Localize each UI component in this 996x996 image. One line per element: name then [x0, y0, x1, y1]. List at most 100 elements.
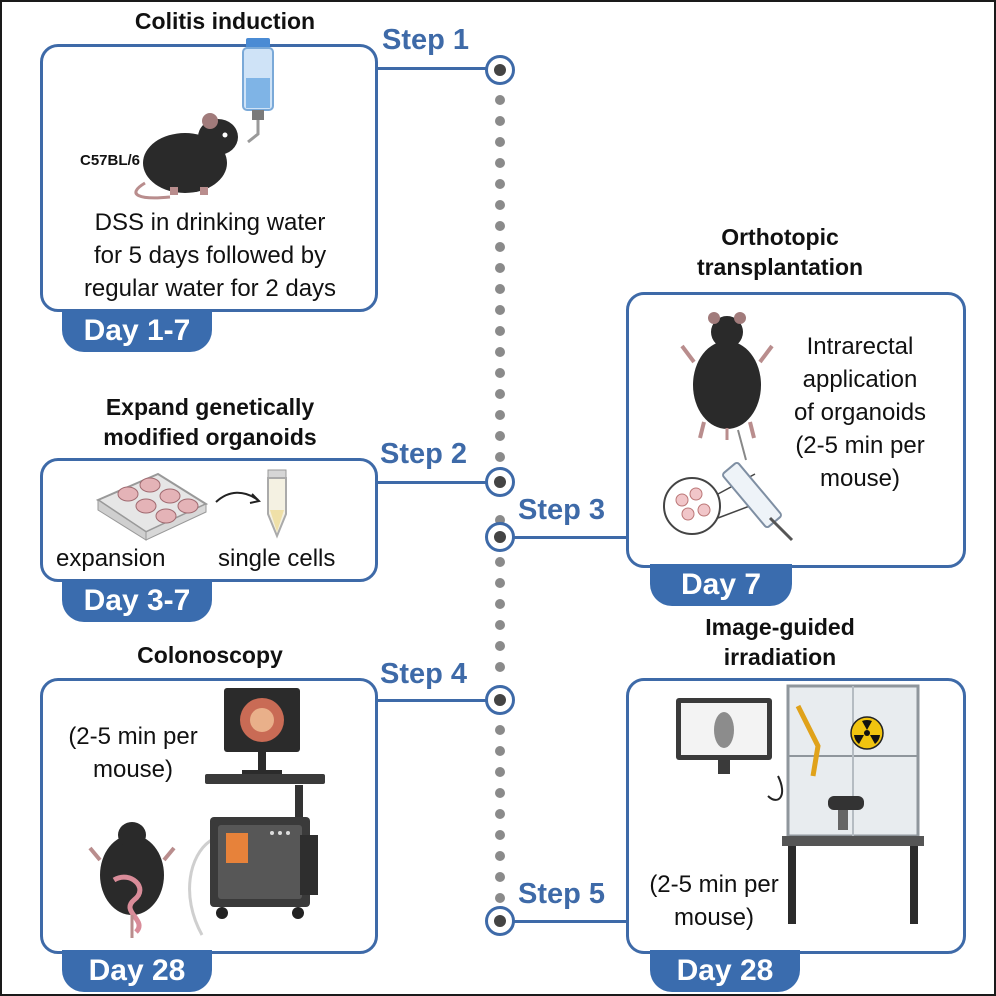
step3-text-line: of organoids	[793, 399, 927, 426]
step2-title-line: Expand genetically	[105, 394, 315, 420]
step3-text-line: Intrarectal	[806, 333, 914, 360]
timeline-dot	[495, 830, 505, 840]
timeline-dot	[495, 305, 505, 315]
step1-text: DSS in drinking water for 5 days followe…	[50, 206, 370, 305]
tube-icon	[267, 469, 287, 539]
timeline-dot	[495, 179, 505, 189]
step3-title-line: Orthotopic	[721, 224, 839, 250]
step4-label: Step 4	[380, 658, 468, 690]
timeline-dot	[495, 662, 505, 672]
step3-title: Orthotopic transplantation	[650, 222, 910, 282]
step3-label: Step 3	[518, 494, 606, 526]
step2-label: Step 2	[380, 438, 468, 470]
timeline-dot	[495, 641, 505, 651]
step5-title: Image-guided irradiation	[660, 612, 900, 672]
step1-label: Step 1	[382, 24, 470, 56]
step3-day-badge: Day 7	[650, 564, 792, 606]
step5-title-line: irradiation	[723, 644, 837, 670]
step3-text-line: application	[802, 366, 918, 393]
timeline-dot	[495, 368, 505, 378]
step1-strain: C57BL/6	[80, 152, 141, 169]
timeline-dot	[495, 284, 505, 294]
step2-connector	[376, 481, 494, 484]
timeline-dot	[495, 116, 505, 126]
timeline-dot	[495, 452, 505, 462]
step2-node	[485, 467, 515, 497]
step3-text-line: (2-5 min per	[795, 432, 925, 459]
mouse-icon	[88, 822, 176, 938]
timeline-dot	[495, 221, 505, 231]
step5-text-line: (2-5 min per	[649, 871, 779, 898]
endoscope-tower-icon	[188, 785, 318, 936]
irradiator-icon	[767, 684, 924, 924]
timeline-dot	[495, 137, 505, 147]
timeline-dot	[495, 893, 505, 903]
timeline-dot	[495, 389, 505, 399]
keyboard-icon	[205, 774, 325, 784]
timeline-dot	[495, 851, 505, 861]
timeline-dot	[495, 578, 505, 588]
step3-connector	[510, 536, 628, 539]
step4-box	[40, 678, 378, 954]
step5-text-line: mouse)	[673, 904, 755, 931]
step5-label: Step 5	[518, 878, 606, 910]
timeline-dot	[495, 263, 505, 273]
timeline-dot	[495, 410, 505, 420]
step5-connector	[510, 920, 628, 923]
step4-text-line: mouse)	[92, 756, 174, 783]
timeline-dot	[495, 788, 505, 798]
timeline-dot	[495, 746, 505, 756]
timeline-dot	[495, 200, 505, 210]
step4-text-line: (2-5 min per	[68, 723, 198, 750]
step2-day-badge: Day 3-7	[62, 580, 212, 622]
step1-text-line: regular water for 2 days	[83, 275, 337, 302]
step2-caption-expansion: expansion	[56, 545, 166, 572]
timeline-dot	[495, 515, 505, 525]
monitor-icon	[676, 698, 772, 774]
step3-text-line: mouse)	[819, 465, 901, 492]
timeline-dot	[495, 242, 505, 252]
step4-day-badge: Day 28	[62, 950, 212, 992]
well-plate-icon	[95, 472, 209, 541]
water-bottle-icon	[242, 38, 274, 144]
timeline-dot	[495, 599, 505, 609]
step2-title: Expand genetically modified organoids	[60, 392, 360, 452]
timeline-dot	[495, 725, 505, 735]
syringe-icon	[663, 429, 794, 542]
timeline-dot	[495, 872, 505, 882]
radiation-icon	[850, 716, 884, 750]
step2-caption-single-cells: single cells	[218, 545, 336, 572]
step1-text-line: for 5 days followed by	[93, 242, 327, 269]
mouse-icon	[680, 312, 774, 440]
timeline-dot	[495, 809, 505, 819]
step5-node	[485, 906, 515, 936]
arrow-icon	[215, 491, 261, 504]
step3-text: Intrarectal application of organoids (2-…	[770, 330, 950, 495]
step4-node	[485, 685, 515, 715]
timeline-dot	[495, 347, 505, 357]
step3-node	[485, 522, 515, 552]
timeline-dot	[495, 431, 505, 441]
step5-day-badge: Day 28	[650, 950, 800, 992]
timeline-dot	[495, 557, 505, 567]
step4-connector	[376, 699, 494, 702]
step1-connector	[376, 67, 494, 70]
step3-title-line: transplantation	[696, 254, 864, 280]
mouse-icon	[134, 113, 238, 200]
step4-title: Colonoscopy	[137, 642, 283, 668]
monitor-icon	[224, 688, 300, 776]
step1-day-badge: Day 1-7	[62, 310, 212, 352]
timeline-dot	[495, 767, 505, 777]
step5-text: (2-5 min per mouse)	[634, 868, 794, 934]
timeline-dot	[495, 95, 505, 105]
step4-text: (2-5 min per mouse)	[48, 720, 218, 786]
timeline-dot	[495, 158, 505, 168]
step1-title: Colitis induction	[134, 8, 316, 34]
timeline-dot	[495, 620, 505, 630]
step2-title-line: modified organoids	[103, 424, 317, 450]
timeline-dot	[495, 326, 505, 336]
step1-text-line: DSS in drinking water	[94, 209, 326, 236]
step2-box	[40, 458, 378, 582]
step5-title-line: Image-guided	[705, 614, 855, 640]
